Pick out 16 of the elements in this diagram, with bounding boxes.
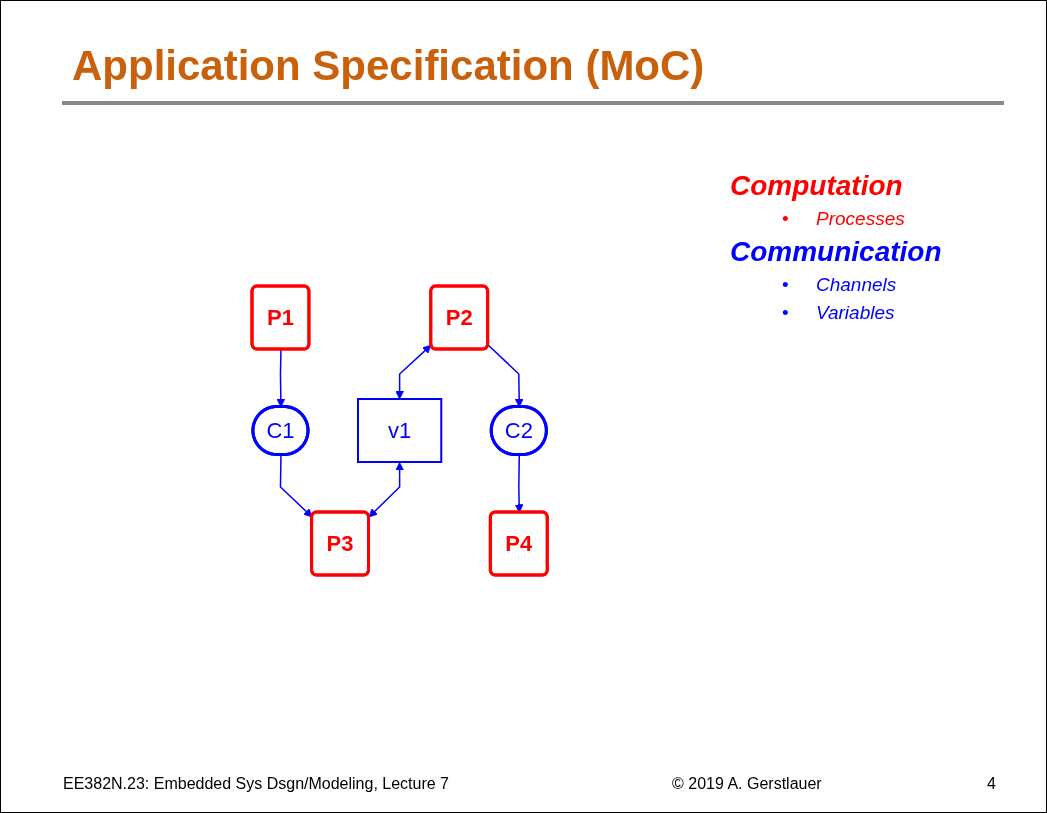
footer-text: © 2019 A. Gerstlauer [672,775,822,793]
arrow [368,461,405,517]
bullet-mark: • [782,302,790,324]
slide-title: Application Specification (MoC) [72,42,705,90]
bullet-item: Variables [816,302,895,323]
arrow [395,344,432,399]
section-heading: Communication [730,236,942,268]
page-number: 4 [987,775,996,793]
footer-text: EE382N.23: Embedded Sys Dsgn/Modeling, Lecture 7 [63,775,449,793]
bullet-item: Processes [816,208,905,229]
section-heading: Computation [730,170,904,202]
node-box: v1 [357,397,443,463]
bullet-mark: • [782,274,790,296]
arrow [280,453,313,517]
bullet-item: Channels [816,274,897,295]
bullet-mark: • [782,208,790,230]
